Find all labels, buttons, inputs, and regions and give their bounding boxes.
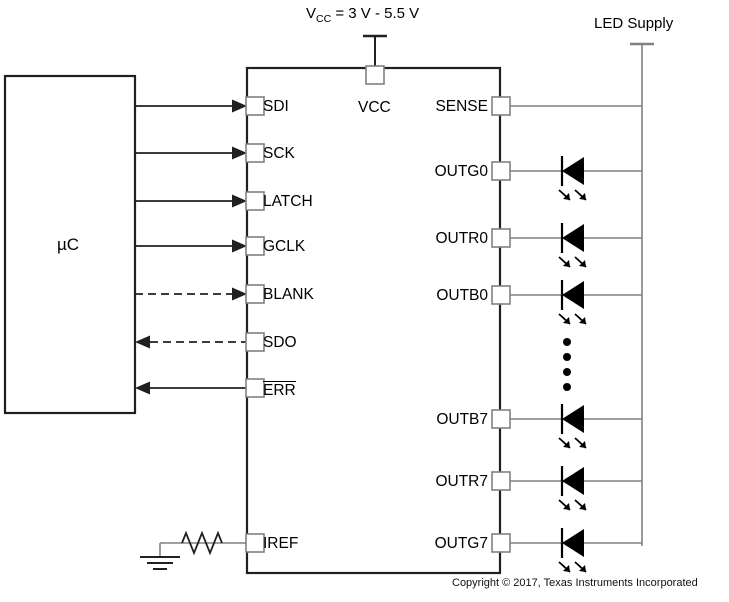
pin-label-sck: SCK	[263, 145, 295, 162]
led-icon-outb0	[558, 280, 587, 325]
vcc-supply-label-rest: = 3 V - 5.5 V	[331, 5, 420, 22]
pin-box-sdo	[245, 332, 265, 352]
signal-net-sdo	[135, 335, 246, 349]
signal-net-sdi	[135, 99, 247, 113]
pin-label-outg7: OUTG7	[434, 535, 488, 552]
pin-box-err	[245, 378, 265, 398]
iref-resistor-icon	[181, 530, 223, 556]
vcc-supply-net	[363, 34, 387, 68]
pin-box-vcc	[365, 65, 385, 85]
pin-label-outb7: OUTB7	[436, 411, 488, 428]
pin-box-blank	[245, 284, 265, 304]
pin-label-sense: SENSE	[435, 98, 488, 115]
pin-label-err-text: ERR	[263, 381, 296, 399]
pin-box-gclk	[245, 236, 265, 256]
led-net-outb7	[510, 404, 642, 449]
led-icon-outr0	[558, 223, 587, 268]
vcc-supply-label: VCC = 3 V - 5.5 V	[306, 6, 419, 25]
microcontroller-block	[3, 74, 137, 415]
pin-box-sense	[491, 96, 511, 116]
signal-net-blank	[135, 287, 247, 301]
pin-label-sdi: SDI	[263, 98, 289, 115]
led-net-outb0	[510, 280, 642, 325]
pin-label-iref: IREF	[263, 535, 299, 552]
pin-box-sdi	[245, 96, 265, 116]
pin-box-outr0	[491, 228, 511, 248]
pin-box-sck	[245, 143, 265, 163]
led-icon-outb7	[558, 404, 587, 449]
pin-box-outr7	[491, 471, 511, 491]
iref-net	[140, 530, 246, 570]
pin-label-gclk: GCLK	[263, 238, 306, 255]
microcontroller-label: µC	[57, 235, 80, 254]
vcc-supply-label-sub: CC	[316, 13, 332, 25]
signal-net-latch	[135, 194, 247, 208]
pin-box-outb7	[491, 409, 511, 429]
vcc-supply-label-v: V	[306, 5, 317, 22]
pin-label-sdo: SDO	[263, 334, 297, 351]
signal-net-gclk	[135, 239, 247, 253]
pin-label-outg0: OUTG0	[434, 163, 488, 180]
signal-net-sck	[135, 146, 247, 160]
pin-label-blank: BLANK	[263, 286, 314, 303]
pin-box-iref	[245, 533, 265, 553]
ellipsis-dots	[563, 338, 571, 391]
pin-box-outb0	[491, 285, 511, 305]
ground-icon	[140, 556, 180, 570]
led-icon-outr7	[558, 466, 587, 511]
led-net-outg0	[510, 156, 642, 201]
pin-label-outb0: OUTB0	[436, 287, 488, 304]
led-net-outr0	[510, 223, 642, 268]
pin-box-outg0	[491, 161, 511, 181]
signal-net-err	[135, 381, 246, 395]
led-icon-outg0	[558, 156, 587, 201]
pin-box-latch	[245, 191, 265, 211]
pin-label-outr7: OUTR7	[435, 473, 488, 490]
led-net-outr7	[510, 466, 642, 511]
copyright-notice: Copyright © 2017, Texas Instruments Inco…	[452, 577, 698, 589]
pin-label-outr0: OUTR0	[435, 230, 488, 247]
led-supply-label: LED Supply	[594, 15, 674, 32]
led-net-outg7	[510, 528, 642, 573]
led-driver-ic-block	[245, 66, 502, 575]
pin-box-outg7	[491, 533, 511, 553]
pin-label-vcc: VCC	[358, 99, 391, 116]
led-icon-outg7	[558, 528, 587, 573]
pin-label-latch: LATCH	[263, 193, 313, 210]
pin-label-err: ERR	[263, 381, 296, 399]
